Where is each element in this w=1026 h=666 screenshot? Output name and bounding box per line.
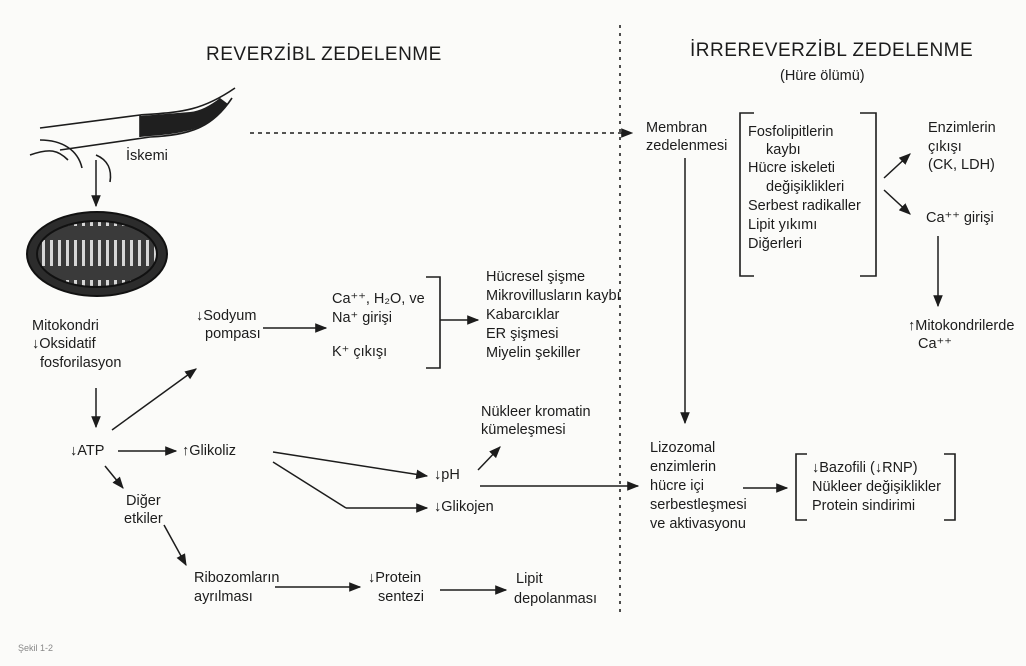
label-enzim-1: Enzimlerin <box>928 120 996 136</box>
label-pompasi: pompası <box>205 326 261 342</box>
effect-3: Kabarcıklar <box>486 307 560 323</box>
effect-1: Hücresel şişme <box>486 269 586 285</box>
label-ca-giris: Ca⁺⁺ girişi <box>926 210 994 226</box>
lizo-4: serbestleşmesi <box>650 497 747 513</box>
label-etkiler: etkiler <box>124 511 163 527</box>
label-ions-3: K⁺ çıkışı <box>332 344 388 360</box>
cause-5: Serbest radikaller <box>748 198 861 214</box>
arrow-glikoliz-glikojen <box>272 461 347 509</box>
cause-3: Hücre iskeleti <box>748 160 836 176</box>
label-glikojen: ↓Glikojen <box>434 499 494 515</box>
arrow-to-ca <box>883 189 911 215</box>
vessel-occlusion <box>140 98 228 137</box>
label-enzim-3: (CK, LDH) <box>928 157 995 173</box>
effect-5: Miyelin şekiller <box>486 345 581 361</box>
effect-2: Mikrovillusların kaybı <box>486 288 621 304</box>
cause-6: Lipit yıkımı <box>748 217 818 233</box>
label-ribozom: Ribozomların <box>194 570 280 586</box>
outcome-1: ↓Bazofili (↓RNP) <box>812 460 918 476</box>
lizo-2: enzimlerin <box>650 459 717 475</box>
outcome-2: Nükleer değişiklikler <box>812 479 941 495</box>
label-sodyum: ↓Sodyum <box>196 308 257 324</box>
label-diger: Diğer <box>126 493 161 509</box>
vessel-illustration <box>29 87 236 183</box>
heading-reversible: REVERZİBL ZEDELENME <box>206 44 442 65</box>
brackets <box>426 112 956 521</box>
mitochondrion-illustration <box>26 211 168 297</box>
cause-7: Diğerleri <box>748 236 802 252</box>
cause-4: değişiklikleri <box>766 179 845 195</box>
label-ions-2: Na⁺ girişi <box>332 310 393 326</box>
arrow-glikoliz-ph <box>272 451 429 480</box>
label-glikoliz: ↑Glikoliz <box>182 443 236 459</box>
label-iskemi: İskemi <box>126 148 168 164</box>
arrow-atp-sodyum <box>111 368 197 431</box>
label-depolanmasi: depolanması <box>514 591 598 607</box>
label-ph: ↓pH <box>434 467 460 483</box>
cause-2: kaybı <box>766 142 801 158</box>
label-ayrilmasi: ayrılması <box>194 589 253 605</box>
label-lipit: Lipit <box>516 571 543 587</box>
label-nukleer-2: kümeleşmesi <box>481 422 566 438</box>
label-oksidatif: ↓Oksidatif <box>32 336 96 352</box>
lizo-3: hücre içi <box>650 478 704 494</box>
label-ions-1: Ca⁺⁺, H₂O, ve <box>332 291 425 307</box>
label-zedelenmesi: zedelenmesi <box>646 138 728 154</box>
arrow-ph-nukleer <box>477 446 501 471</box>
label-mitokondri: Mitokondri <box>32 318 99 334</box>
arrow-atp-diger <box>104 465 124 489</box>
label-mitokondrilerde: ↑Mitokondrilerde <box>908 318 1015 334</box>
arrow-diger-ribo <box>163 524 187 567</box>
label-membran: Membran <box>646 120 708 136</box>
heading-irreversible: İRREREVERZİBL ZEDELENME <box>690 40 974 61</box>
arrow-to-enzim <box>883 153 911 179</box>
lizo-1: Lizozomal <box>650 440 716 456</box>
outcome-3: Protein sindirimi <box>812 498 916 514</box>
label-atp: ↓ATP <box>70 443 105 459</box>
effect-4: ER şişmesi <box>486 326 559 342</box>
lizo-5: ve aktivasyonu <box>650 516 746 532</box>
label-nukleer-1: Nükleer kromatin <box>481 404 591 420</box>
label-mitokondrilerde-ca: Ca⁺⁺ <box>918 336 952 352</box>
cause-1: Fosfolipitlerin <box>748 124 834 140</box>
label-protein: ↓Protein <box>368 570 422 586</box>
label-enzim-2: çıkışı <box>928 139 962 155</box>
label-fosforilasyon: fosforilasyon <box>40 355 122 371</box>
label-sentezi: sentezi <box>378 589 424 605</box>
figure-caption: Şekil 1-2 <box>18 643 54 653</box>
arrows <box>91 128 943 595</box>
heading-irreversible-sub: (Hüre ölümü) <box>780 68 865 84</box>
